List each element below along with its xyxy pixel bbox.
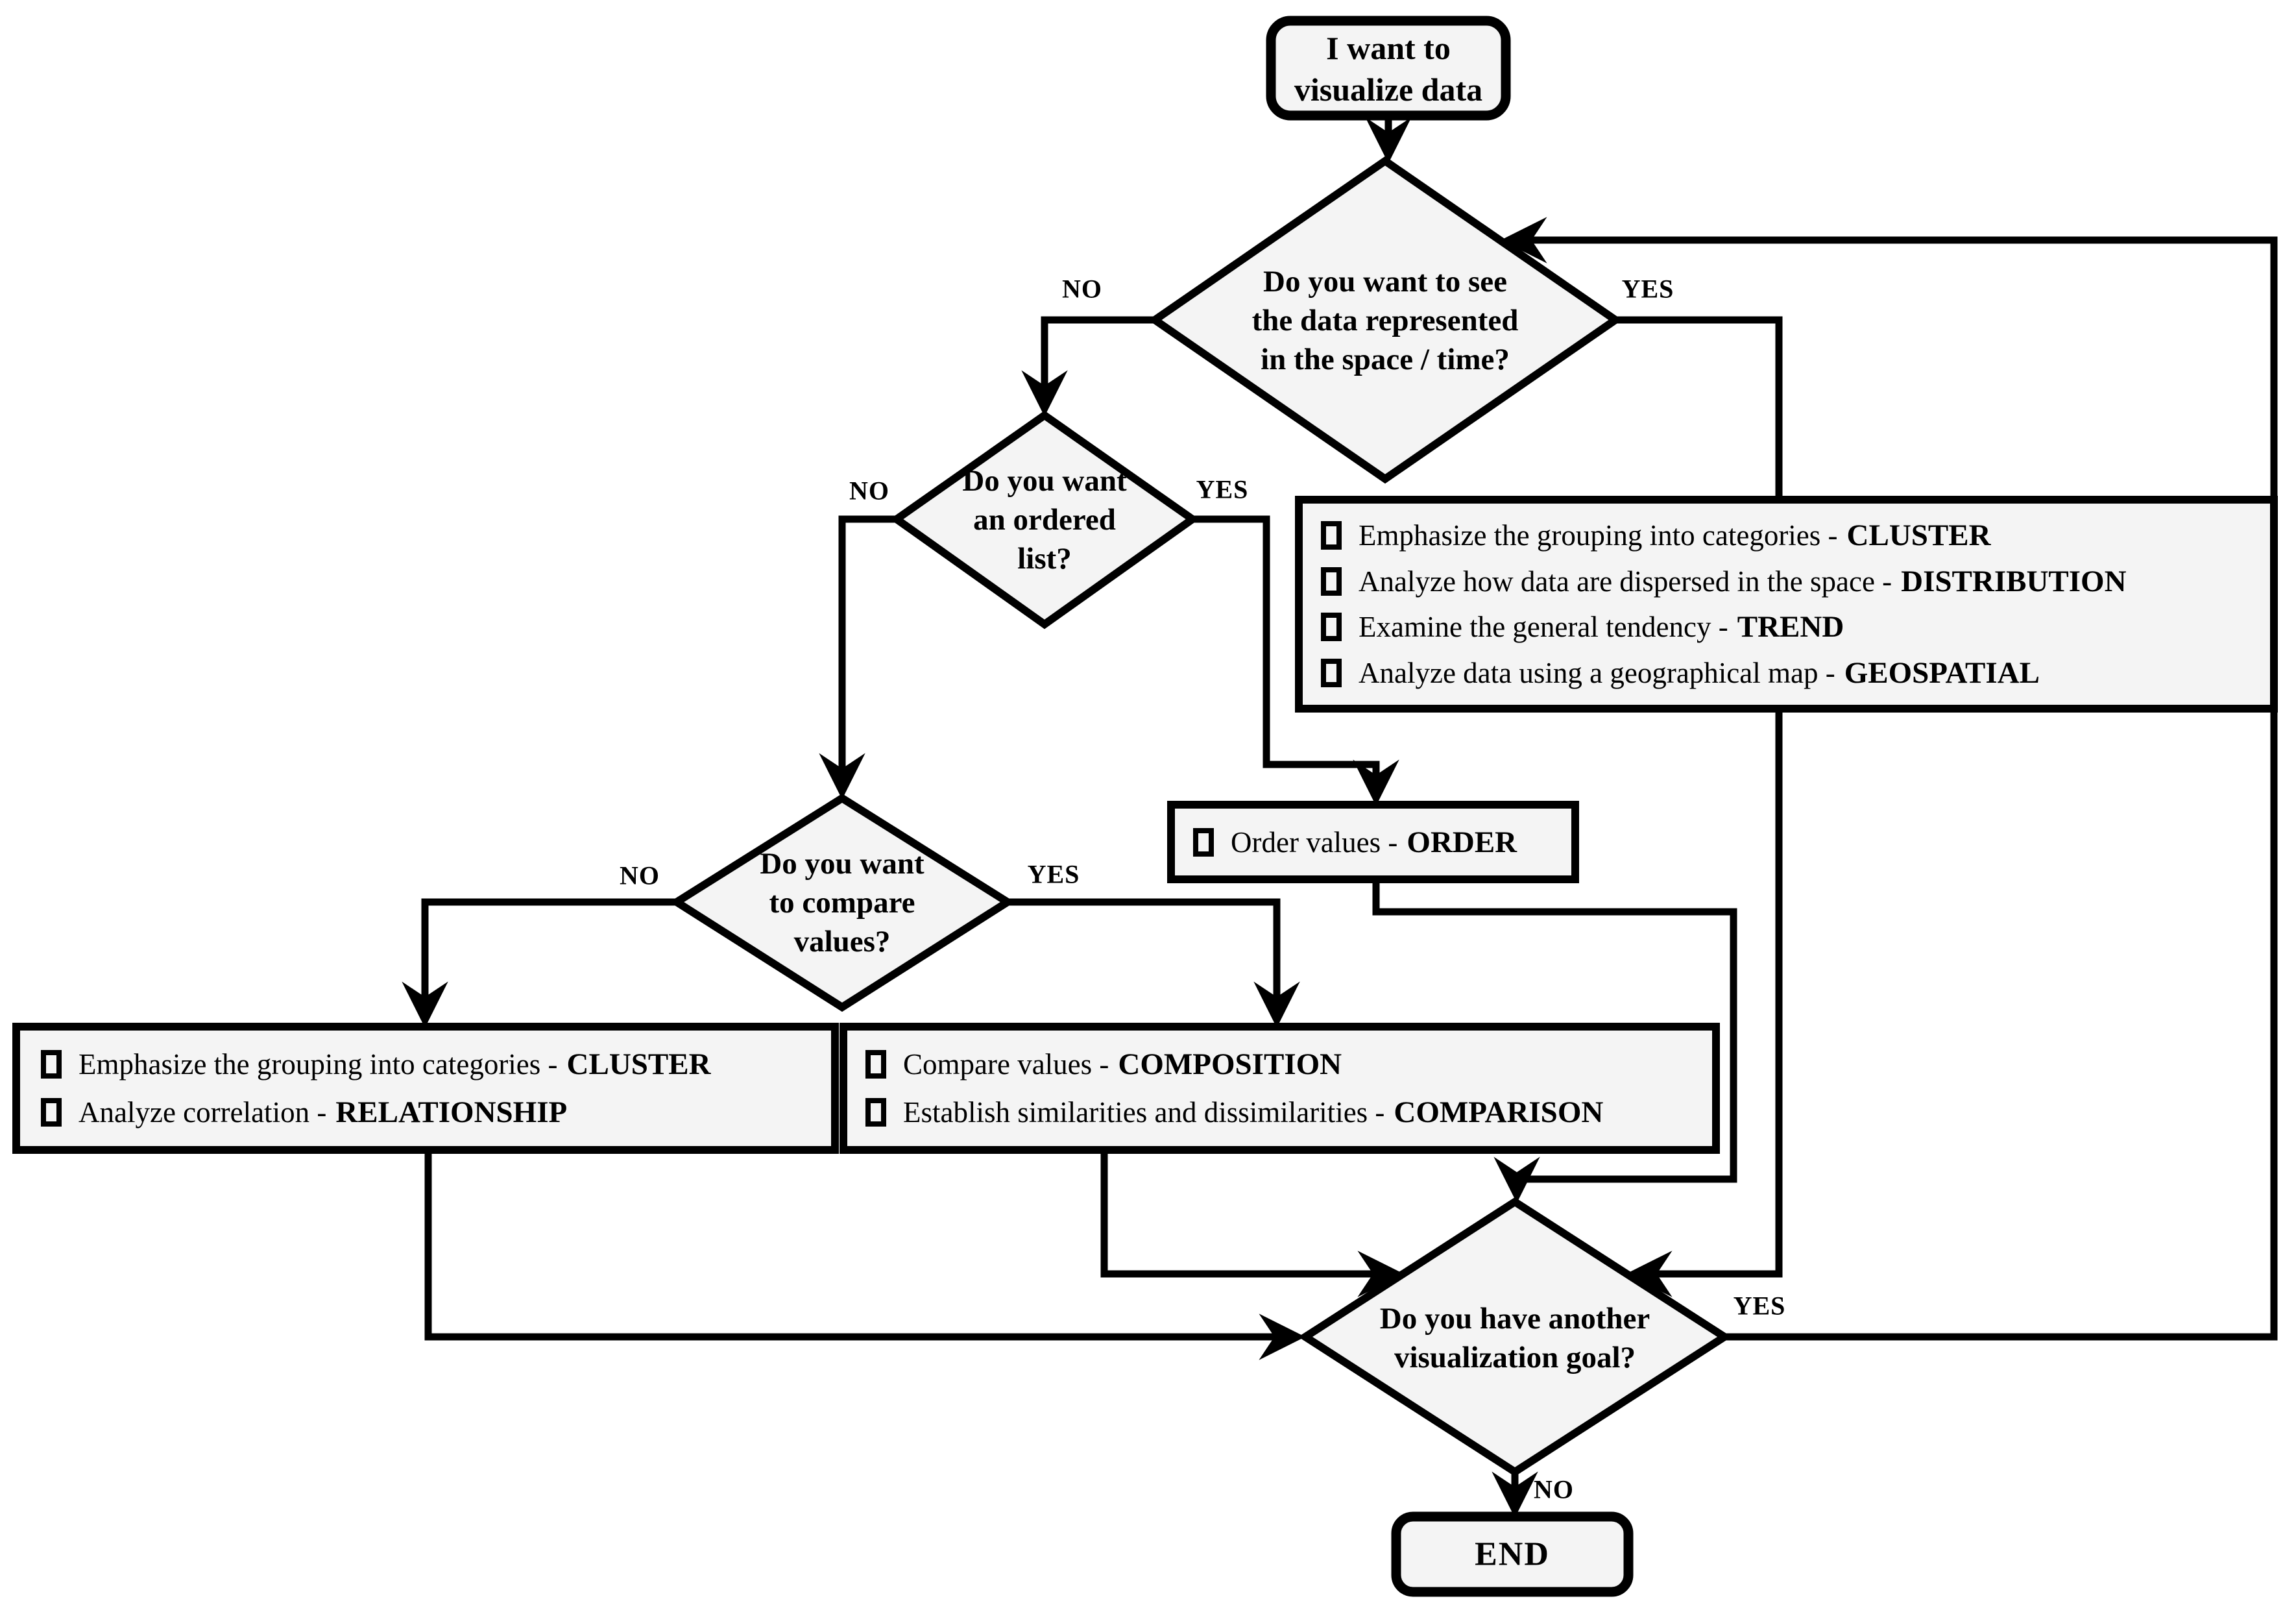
no-compare-goals-box: Emphasize the grouping into categories -…	[24, 1034, 827, 1142]
option-keyword: TREND	[1737, 610, 1844, 644]
space-time-yes-label: YES	[1621, 274, 1674, 304]
option-label: Compare values -	[903, 1048, 1109, 1081]
start-node-label: I want to visualize data	[1294, 30, 1483, 108]
option-keyword: GEOSPATIAL	[1844, 655, 2040, 690]
option-item-composition: Compare values - COMPOSITION	[865, 1047, 1708, 1082]
checkbox-icon	[1321, 658, 1342, 687]
decision-compare-values-question: Do you want to compare values?	[760, 846, 924, 959]
connector-compare-no	[402, 898, 677, 1028]
end-node-label: END	[1475, 1535, 1550, 1573]
order-goal-box-shape	[1167, 801, 1579, 883]
decision-ordered-list-question: Do you want an ordered list?	[962, 463, 1127, 576]
checkbox-icon	[1321, 521, 1342, 550]
ordered-list-yes-label: YES	[1196, 474, 1249, 504]
decision-compare-values-shape	[669, 793, 1015, 1012]
space-time-goals-box: Emphasize the grouping into categories -…	[1307, 507, 2266, 701]
option-item-geospatial: Analyze data using a geographical map - …	[1321, 655, 2266, 690]
option-label: Emphasize the grouping into categories -	[79, 1048, 558, 1081]
decision-space-time-shape	[1148, 156, 1623, 484]
connector-space-time-no	[1021, 316, 1155, 417]
checkbox-icon	[1321, 613, 1342, 642]
option-label: Analyze data using a geographical map -	[1359, 656, 1835, 689]
connector-composition-box-to-another-goal	[1100, 1150, 1404, 1297]
decision-another-goal-question: Do you have another visualization goal?	[1379, 1301, 1650, 1374]
decision-space-time-question: Do you want to see the data represented …	[1251, 264, 1519, 377]
connector-order-box-to-another-goal	[1372, 879, 1737, 1203]
ordered-list-no-label: NO	[849, 476, 889, 506]
compare-goals-box: Compare values - COMPOSITION Establish s…	[851, 1034, 1708, 1142]
compare-values-yes-label: YES	[1027, 859, 1080, 889]
compare-goals-box-shape	[840, 1023, 1720, 1154]
option-keyword: RELATIONSHIP	[335, 1095, 568, 1129]
end-node-shape	[1391, 1511, 1634, 1597]
option-keyword: COMPARISON	[1394, 1095, 1604, 1129]
connector-space-time-yes	[1615, 316, 1783, 498]
checkbox-icon	[865, 1097, 886, 1127]
another-goal-yes-label: YES	[1733, 1291, 1786, 1321]
order-goal-box: Order values - ORDER	[1179, 812, 1567, 872]
connector-another-goal-yes-loop	[1501, 217, 2278, 1341]
option-keyword: CLUSTER	[1846, 519, 1991, 553]
connector-spacetime-box-to-another-goal	[1626, 709, 1783, 1297]
option-label: Order values -	[1231, 825, 1398, 859]
option-keyword: DISTRIBUTION	[1901, 564, 2127, 598]
option-item-comparison: Establish similarities and dissimilariti…	[865, 1095, 1708, 1130]
space-time-goals-box-shape	[1295, 496, 2278, 713]
option-keyword: ORDER	[1407, 825, 1517, 859]
option-item-relationship: Analyze correlation - RELATIONSHIP	[41, 1095, 827, 1130]
option-item-cluster: Emphasize the grouping into categories -…	[41, 1047, 827, 1082]
checkbox-icon	[41, 1050, 62, 1079]
option-label: Analyze correlation -	[79, 1095, 327, 1129]
option-keyword: CLUSTER	[566, 1047, 711, 1082]
start-node-shape	[1266, 16, 1511, 121]
connector-compare-yes	[1008, 898, 1300, 1028]
option-label: Examine the general tendency -	[1359, 611, 1728, 644]
decision-another-goal-shape	[1298, 1197, 1732, 1477]
option-item-cluster-spacetime: Emphasize the grouping into categories -…	[1321, 518, 2266, 553]
connector-ordered-list-no	[819, 515, 897, 800]
compare-values-no-label: NO	[620, 861, 660, 890]
option-item-trend: Examine the general tendency - TREND	[1321, 609, 2266, 644]
decision-ordered-list-shape	[889, 410, 1200, 629]
option-label: Establish similarities and dissimilariti…	[903, 1095, 1385, 1129]
connector-cluster-box-to-another-goal	[424, 1150, 1305, 1360]
option-keyword: COMPOSITION	[1118, 1047, 1342, 1082]
option-item-order: Order values - ORDER	[1193, 825, 1567, 860]
another-goal-no-label: NO	[1534, 1474, 1574, 1504]
checkbox-icon	[865, 1050, 886, 1079]
checkbox-icon	[41, 1097, 62, 1127]
space-time-no-label: NO	[1062, 274, 1102, 304]
option-label: Analyze how data are dispersed in the sp…	[1359, 565, 1892, 598]
option-label: Emphasize the grouping into categories -	[1359, 519, 1838, 552]
checkbox-icon	[1193, 827, 1214, 857]
option-item-distribution: Analyze how data are dispersed in the sp…	[1321, 564, 2266, 599]
connector-ordered-list-yes	[1192, 515, 1399, 806]
no-compare-goals-box-shape	[12, 1023, 839, 1154]
checkbox-icon	[1321, 567, 1342, 596]
